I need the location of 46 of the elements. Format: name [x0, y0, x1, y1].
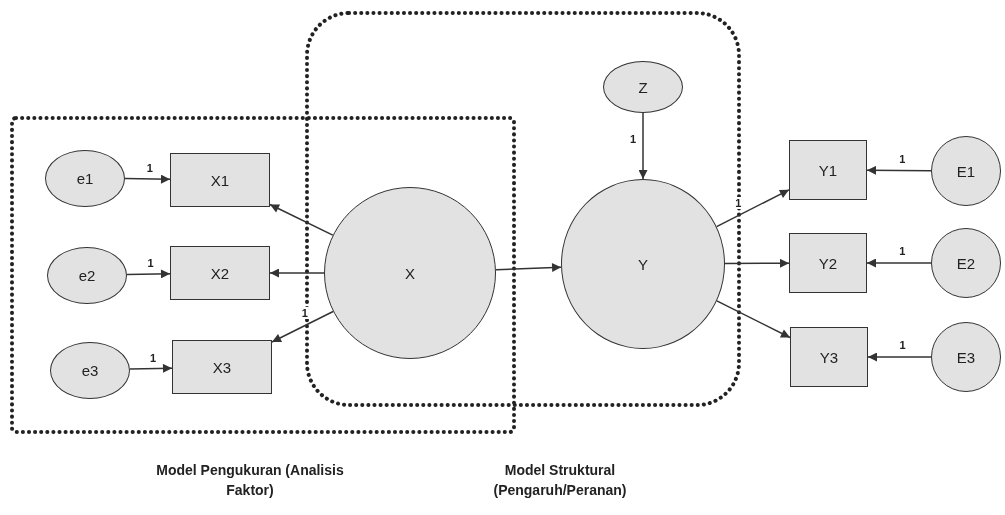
node-label: X3: [212, 358, 232, 376]
node-label: Y1: [818, 161, 838, 179]
edge-label: 1: [300, 306, 309, 319]
edge-label: 1: [149, 351, 158, 364]
node-label: Y2: [818, 254, 838, 272]
node-label: E3: [956, 348, 976, 366]
node-label: X1: [210, 171, 230, 189]
region-caption: Model Struktural (Pengaruh/Peranan): [492, 461, 628, 500]
node-label: e2: [78, 266, 96, 284]
arrow: [716, 300, 791, 339]
edge-label: 1: [145, 161, 154, 174]
observed-variable-box: [170, 246, 270, 300]
observed-variable-box: [790, 327, 868, 387]
edge-label: 1: [628, 133, 638, 146]
arrow: [269, 203, 334, 236]
edge-label: 1: [898, 152, 907, 165]
arrow: [724, 258, 790, 268]
observed-variable-box: [172, 340, 272, 394]
node-label: X2: [210, 264, 230, 282]
arrow: [638, 112, 648, 180]
node-label: Y: [638, 255, 648, 273]
node-label: e3: [81, 361, 99, 379]
arrow: [126, 269, 171, 279]
arrow: [124, 174, 171, 184]
node-label: Y3: [819, 348, 839, 366]
region-caption: Model Pengukuran (Analisis Faktor): [155, 461, 345, 500]
arrow: [495, 263, 562, 272]
arrow: [867, 352, 932, 362]
arrow: [271, 310, 334, 343]
arrow: [715, 189, 790, 228]
arrow: [129, 363, 173, 373]
node-label: Z: [638, 78, 648, 96]
node-label: E1: [956, 162, 976, 180]
node-label: X: [405, 264, 415, 282]
arrow: [866, 258, 932, 268]
arrow: [866, 165, 932, 175]
node-label: E2: [956, 254, 976, 272]
arrow: [269, 268, 325, 278]
observed-variable-box: [789, 233, 867, 293]
observed-variable-box: [789, 140, 867, 200]
observed-variable-box: [170, 153, 270, 207]
node-label: e1: [76, 169, 94, 187]
edge-label: 1: [146, 257, 155, 270]
edge-label: 1: [898, 245, 907, 257]
edge-label: 1: [898, 339, 907, 351]
edge-label: 1: [734, 196, 743, 209]
